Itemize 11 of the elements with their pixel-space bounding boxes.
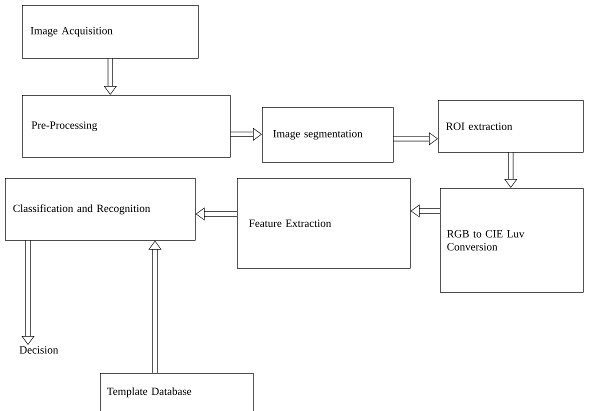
block-arrow <box>230 128 262 141</box>
process-box: Template Database <box>100 373 254 411</box>
process-box: Classification and Recognition <box>5 178 196 241</box>
process-box: Image segmentation <box>262 107 394 163</box>
process-box: RGB to CIE Luv Conversion <box>440 188 584 293</box>
output-label: Decision <box>20 346 58 354</box>
process-box: ROI extraction <box>438 100 584 153</box>
process-box: Feature Extraction <box>237 178 411 269</box>
process-box: Pre-Processing <box>22 95 231 158</box>
block-arrow <box>394 132 438 146</box>
process-box: Image Acquisition <box>22 5 199 59</box>
